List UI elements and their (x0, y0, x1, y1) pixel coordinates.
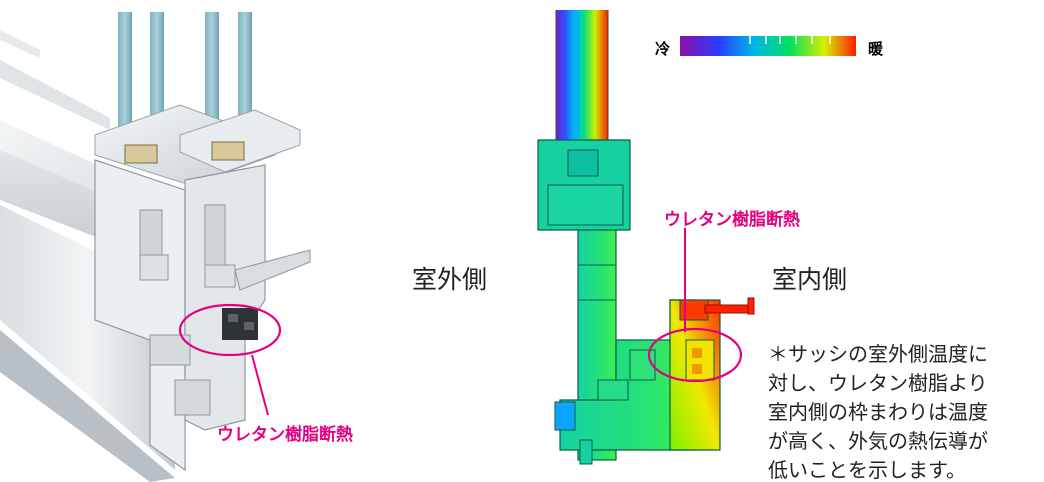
callout-leader-line-left (251, 354, 269, 416)
indoor-side-label: 室内側 (772, 265, 848, 294)
note-line-3: 室内側の枠まわりは温度 (768, 400, 988, 424)
temperature-color-scale (680, 36, 856, 56)
note-line-5: 低いことを示します。 (768, 458, 966, 482)
scale-tick-marks (749, 36, 831, 44)
insulation-highlight-ellipse-left (178, 303, 282, 357)
note-line-4: が高く、外気の熱伝導が (768, 429, 988, 453)
insulation-highlight-ellipse-center (647, 327, 743, 383)
explanation-note: ＊サッシの室外側温度に 対し、ウレタン樹脂より 室内側の枠まわりは温度 が高く、… (768, 340, 988, 482)
insulation-label-center: ウレタン樹脂断熱 (664, 210, 800, 230)
insulation-label-left: ウレタン樹脂断熱 (217, 425, 353, 445)
thermal-section-diagram (537, 10, 755, 465)
note-line-2: 対し、ウレタン樹脂より (768, 371, 988, 395)
outdoor-side-label: 室外側 (412, 265, 488, 294)
sash-cutaway-illustration (0, 12, 311, 482)
legend-warm-label: 暖 (868, 40, 884, 58)
legend-cold-label: 冷 (655, 40, 671, 58)
note-line-1: ＊サッシの室外側温度に (768, 342, 988, 366)
